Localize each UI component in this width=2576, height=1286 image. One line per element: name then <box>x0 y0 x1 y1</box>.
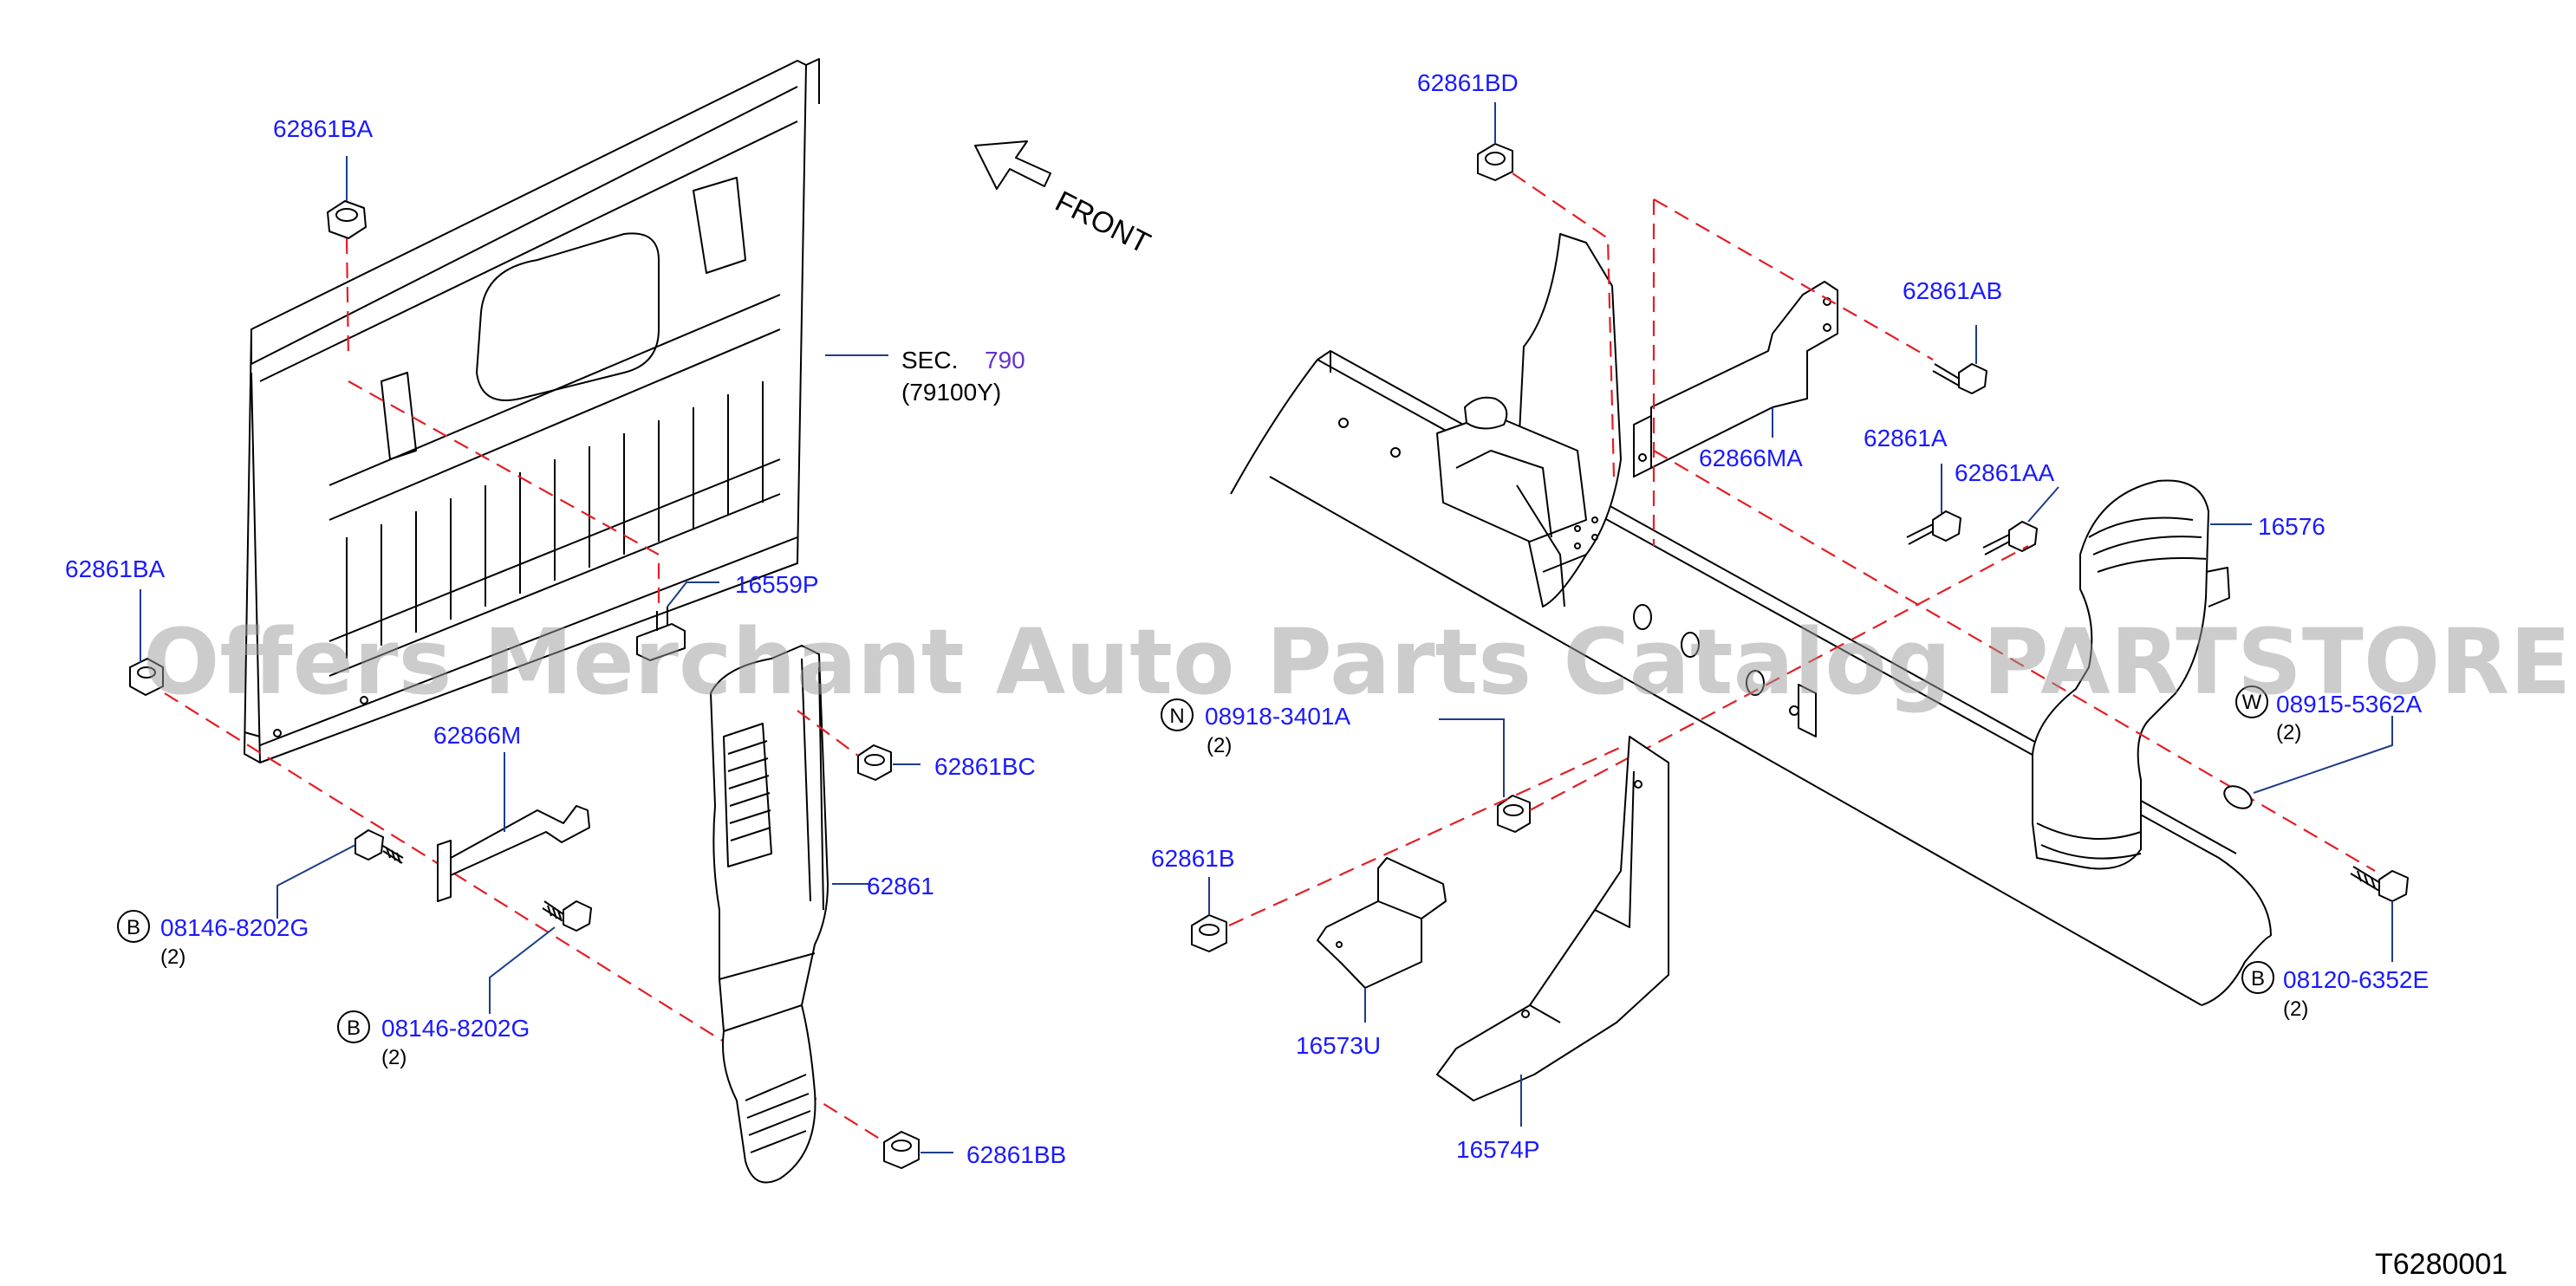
part-label-16559P[interactable]: 16559P <box>735 571 819 598</box>
nut-62861BC-icon <box>857 744 892 781</box>
circle-n-letter: N <box>1169 705 1184 728</box>
dash-08918 <box>1529 545 2029 811</box>
rail-mount-bracket <box>1436 233 1622 607</box>
qty-08120-6352E: (2) <box>2283 997 2308 1021</box>
sec-number-link[interactable]: 790 <box>985 347 1025 373</box>
dash-62861BA-top <box>345 237 350 360</box>
bolt-08120-6352E-icon <box>2350 866 2409 902</box>
bolt-08146-8202G-upper-icon <box>355 829 404 864</box>
air-duct-62861-icon <box>710 645 829 1184</box>
bolt-08146-8202G-lower-icon <box>542 900 592 932</box>
part-label-62861BB[interactable]: 62861BB <box>966 1141 1066 1168</box>
part-label-08146-8202G-upper[interactable]: 08146-8202G <box>160 914 309 941</box>
part-label-16573U[interactable]: 16573U <box>1296 1032 1381 1059</box>
nut-62861BD-icon <box>1477 143 1513 181</box>
sec-prefix: SEC. <box>901 347 958 373</box>
circle-b-right-letter: B <box>2251 967 2265 990</box>
dash-62861BD <box>1512 172 1616 477</box>
leader-62861AA <box>2027 486 2059 523</box>
qty-08146-8202G-upper: (2) <box>160 945 185 969</box>
circle-n <box>1161 698 1194 731</box>
circle-w-letter: W <box>2242 691 2262 714</box>
nut-62861B-icon <box>1191 914 1227 952</box>
qty-08146-8202G-lower: (2) <box>381 1046 407 1069</box>
bracket-62866MA-icon <box>1633 281 1838 477</box>
circle-b-upper <box>117 910 150 943</box>
circle-b-lower-letter: B <box>347 1016 361 1040</box>
circle-b-right <box>2241 961 2274 994</box>
part-label-62861AB[interactable]: 62861AB <box>1903 277 2002 304</box>
circle-b-lower <box>337 1010 370 1043</box>
part-label-62866M[interactable]: 62866M <box>433 722 521 749</box>
leader-washer <box>2253 716 2393 794</box>
duct-16576-icon <box>2032 479 2230 870</box>
nut-62861BB-icon <box>883 1131 920 1169</box>
leader-bolt-lower <box>489 926 556 1014</box>
part-label-62866MA[interactable]: 62866MA <box>1699 445 1803 471</box>
leader-16559P <box>667 581 719 607</box>
bracket-16573U-icon <box>1317 857 1447 989</box>
nut-62861BA-top-icon <box>327 200 367 239</box>
frame-side-rail <box>1230 350 2272 1006</box>
part-label-08146-8202G-lower[interactable]: 08146-8202G <box>381 1015 530 1042</box>
part-label-16574P[interactable]: 16574P <box>1456 1136 1540 1163</box>
bed-front-panel <box>244 58 820 763</box>
dash-upper-diagonal <box>1653 198 1934 360</box>
part-label-16576[interactable]: 16576 <box>2258 513 2326 540</box>
part-label-62861B[interactable]: 62861B <box>1151 845 1235 872</box>
leader-08918 <box>1439 718 1505 797</box>
bracket-62866M-icon <box>437 805 590 902</box>
dash-rail-diagonal <box>1653 450 2376 872</box>
part-label-62861[interactable]: 62861 <box>867 873 934 900</box>
diagram-id: T6280001 <box>2375 1248 2508 1281</box>
sec-reference: (79100Y) <box>901 379 1001 406</box>
part-label-62861BA-left[interactable]: 62861BA <box>65 555 166 582</box>
part-label-62861BD[interactable]: 62861BD <box>1417 69 1519 96</box>
catalog-watermark: Offers Merchant Auto Parts Catalog PARTS… <box>143 609 2576 715</box>
front-label: FRONT <box>1050 185 1155 260</box>
part-label-62861BC[interactable]: 62861BC <box>934 753 1036 780</box>
circle-w <box>2235 685 2268 718</box>
dash-panel-to-clip <box>348 380 660 607</box>
part-label-08915-5362A[interactable]: 08915-5362A <box>2276 691 2422 718</box>
part-label-62861A[interactable]: 62861A <box>1864 425 1948 451</box>
part-label-62861AA[interactable]: 62861AA <box>1955 459 2055 486</box>
bracket-16574P-icon <box>1436 736 1669 1101</box>
qty-08915-5362A: (2) <box>2276 721 2301 744</box>
clip-16559P-icon <box>636 607 686 661</box>
circle-b-upper-letter: B <box>127 916 140 939</box>
washer-08915-5362A-icon <box>2223 785 2253 809</box>
part-label-08120-6352E[interactable]: 08120-6352E <box>2283 966 2429 993</box>
bolt-62861AB-icon <box>1932 363 1987 394</box>
qty-08918-3401A: (2) <box>1207 734 1232 757</box>
front-arrow-icon <box>974 140 1051 190</box>
dash-62861BC <box>797 710 859 757</box>
bolt-62861AA-icon <box>1982 521 2038 555</box>
nut-08918-3401A-icon <box>1497 795 1531 833</box>
part-label-62861BA-top[interactable]: 62861BA <box>273 115 374 142</box>
part-label-08918-3401A[interactable]: 08918-3401A <box>1205 703 1350 730</box>
leader-bolt-upper <box>276 844 356 919</box>
bolt-62861A-icon <box>1906 510 1961 545</box>
nut-62861BA-left-icon <box>129 658 164 696</box>
